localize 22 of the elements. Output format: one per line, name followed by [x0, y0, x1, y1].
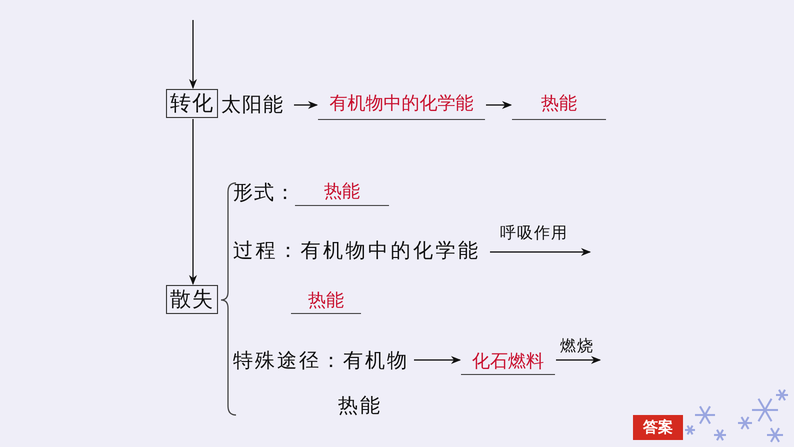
arrow	[189, 20, 197, 89]
arrow	[294, 101, 318, 109]
arrow	[490, 248, 591, 256]
arrow	[414, 356, 461, 364]
arrow	[556, 356, 601, 364]
answer-blank: 热能	[512, 92, 606, 120]
answer-blank: 热能	[291, 289, 361, 314]
term-box: 转化	[166, 89, 218, 118]
term-label: 过程：有机物中的化学能	[233, 238, 489, 264]
answer-blank: 有机物中的化学能	[318, 92, 485, 120]
answer-button: 答案	[633, 415, 683, 440]
arrow	[189, 119, 197, 285]
term-label: 形式：	[233, 180, 295, 204]
edge-label: 燃烧	[560, 337, 594, 355]
edge-label: 呼吸作用	[500, 224, 568, 242]
answer-blank: 热能	[295, 180, 389, 206]
answer-blank: 化石燃料	[461, 350, 555, 375]
term-label: 太阳能	[221, 92, 293, 118]
term-label: 热能	[338, 393, 388, 419]
term-label: 特殊途径：有机物	[233, 348, 413, 374]
arrow	[486, 101, 512, 109]
term-box: 散失	[166, 285, 218, 314]
